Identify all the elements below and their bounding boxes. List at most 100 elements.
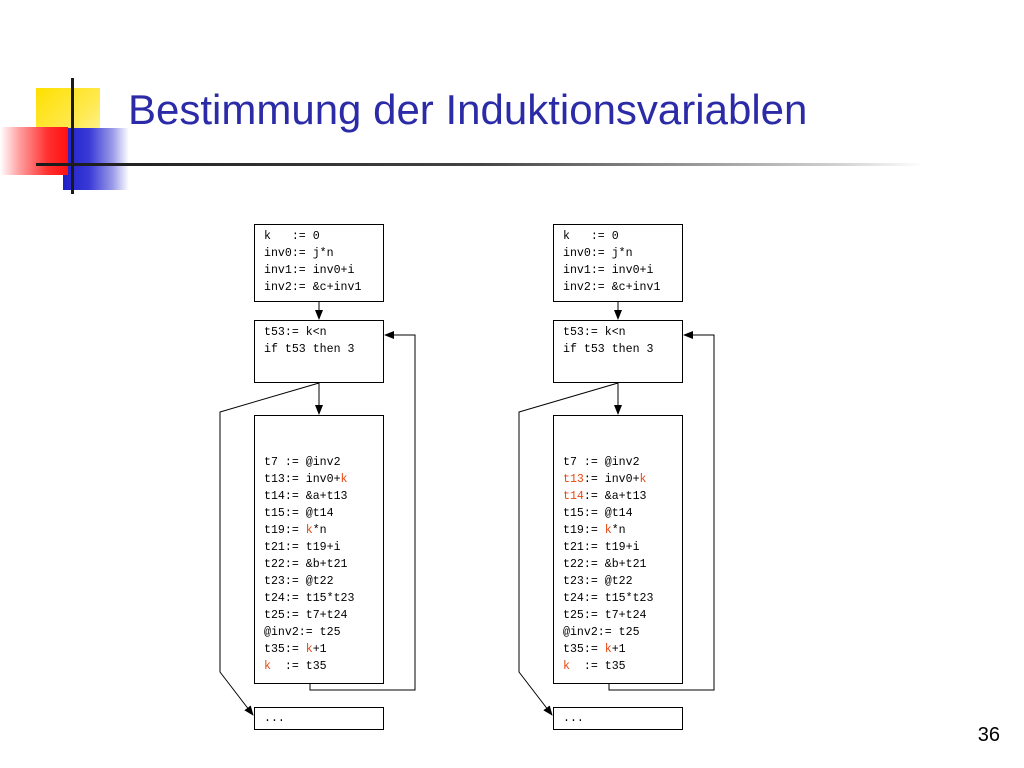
highlighted-variable: k — [563, 660, 570, 673]
title-underline — [36, 163, 924, 166]
code-line: inv2:= &c+inv1 — [563, 281, 661, 294]
code-token: t25:= t7+t24 — [563, 609, 647, 622]
code-token: t19:= — [264, 524, 306, 537]
code-token: t24:= t15*t23 — [563, 592, 654, 605]
code-lines: t53:= k<n if t53 then 3 — [563, 324, 653, 358]
exit-block: ... — [553, 707, 683, 730]
highlighted-variable: k — [305, 524, 313, 537]
code-token: t24:= t15*t23 — [264, 592, 355, 605]
code-line: t53:= k<n — [563, 326, 626, 339]
code-line: inv0:= j*n — [563, 247, 633, 260]
decor-vertical-line — [71, 78, 74, 194]
edge-loop-back — [608, 331, 715, 691]
code-line: t13:= inv0+k — [264, 471, 354, 488]
code-line: t7 := @inv2 — [264, 454, 354, 471]
code-token: t25:= t7+t24 — [264, 609, 348, 622]
code-line: @inv2:= t25 — [563, 624, 653, 641]
highlighted-variable: k — [264, 660, 271, 673]
code-token: t23:= @t22 — [264, 575, 334, 588]
code-line: @inv2:= t25 — [264, 624, 354, 641]
code-line: t14:= &a+t13 — [563, 488, 653, 505]
code-line: t21:= t19+i — [264, 539, 354, 556]
code-token: +1 — [312, 643, 327, 656]
code-line: t35:= k+1 — [563, 641, 653, 658]
code-line: t22:= &b+t21 — [563, 556, 653, 573]
code-line: t53:= k<n — [264, 326, 327, 339]
code-token: +1 — [611, 643, 626, 656]
init-block: k := 0 inv0:= j*n inv1:= inv0+i inv2:= &c+i… — [553, 224, 683, 302]
highlighted-variable: k — [639, 473, 647, 486]
highlighted-variable: t14 — [563, 490, 584, 503]
code-line: k := t35 — [264, 658, 354, 675]
code-line: t21:= t19+i — [563, 539, 653, 556]
condition-block: t53:= k<n if t53 then 3 — [254, 320, 384, 383]
slide-title: Bestimmung der Induktionsvariablen — [128, 86, 808, 133]
code-token: @inv2:= t25 — [563, 626, 640, 639]
highlighted-variable: k — [340, 473, 348, 486]
highlighted-variable: k — [604, 524, 612, 537]
code-lines: t53:= k<n if t53 then 3 — [264, 324, 354, 358]
code-token: t23:= @t22 — [563, 575, 633, 588]
code-line: t15:= @t14 — [264, 505, 354, 522]
edge-loop-back — [309, 331, 416, 691]
page-number: 36 — [977, 724, 1000, 746]
code-lines: k := 0 inv0:= j*n inv1:= inv0+i inv2:= &c+i… — [563, 228, 660, 296]
code-token: := &a+t13 — [583, 490, 647, 503]
code-token: t22:= &b+t21 — [264, 558, 348, 571]
code-token: t22:= &b+t21 — [563, 558, 647, 571]
code-lines: ... — [563, 710, 584, 727]
code-line: t19:= k*n — [563, 522, 653, 539]
code-token: @inv2:= t25 — [264, 626, 341, 639]
code-lines: k := 0 inv0:= j*n inv1:= inv0+i inv2:= &c+i… — [264, 228, 361, 296]
code-token: := t35 — [569, 660, 626, 673]
code-line: t13:= inv0+k — [563, 471, 653, 488]
code-line: t24:= t15*t23 — [563, 590, 653, 607]
code-token: t15:= @t14 — [264, 507, 334, 520]
code-line: t14:= &a+t13 — [264, 488, 354, 505]
code-line: k := t35 — [563, 658, 653, 675]
condition-block: t53:= k<n if t53 then 3 — [553, 320, 683, 383]
code-line: t35:= k+1 — [264, 641, 354, 658]
decor-red-square — [0, 127, 68, 175]
exit-block: ... — [254, 707, 384, 730]
code-line: if t53 then 3 — [264, 343, 355, 356]
code-token: := inv0+ — [583, 473, 640, 486]
code-token: t21:= t19+i — [563, 541, 640, 554]
code-line: t25:= t7+t24 — [563, 607, 653, 624]
init-block: k := 0 inv0:= j*n inv1:= inv0+i inv2:= &c+i… — [254, 224, 384, 302]
code-line: inv1:= inv0+i — [264, 264, 355, 277]
code-line: t23:= @t22 — [264, 573, 354, 590]
code-token: t7 := @inv2 — [264, 456, 341, 469]
code-line: inv2:= &c+inv1 — [264, 281, 362, 294]
code-line: t19:= k*n — [264, 522, 354, 539]
code-line: ... — [563, 712, 584, 725]
highlighted-variable: k — [305, 643, 313, 656]
code-token: t15:= @t14 — [563, 507, 633, 520]
code-token: t13:= inv0+ — [264, 473, 341, 486]
code-line: inv0:= j*n — [264, 247, 334, 260]
code-line: t15:= @t14 — [563, 505, 653, 522]
code-line: t23:= @t22 — [563, 573, 653, 590]
code-line: if t53 then 3 — [563, 343, 654, 356]
code-token: t35:= — [264, 643, 306, 656]
highlighted-variable: k — [604, 643, 612, 656]
code-token: t7 := @inv2 — [563, 456, 640, 469]
code-token: := t35 — [270, 660, 327, 673]
code-token: t35:= — [563, 643, 605, 656]
code-token: t21:= t19+i — [264, 541, 341, 554]
code-token: *n — [611, 524, 626, 537]
edge-condition-to-exit — [219, 382, 320, 716]
code-token: t14:= &a+t13 — [264, 490, 348, 503]
code-token: t19:= — [563, 524, 605, 537]
code-line: k := 0 — [264, 230, 320, 243]
code-line: t24:= t15*t23 — [264, 590, 354, 607]
code-line: inv1:= inv0+i — [563, 264, 654, 277]
code-line: t7 := @inv2 — [563, 454, 653, 471]
code-line: t25:= t7+t24 — [264, 607, 354, 624]
code-line: k := 0 — [563, 230, 619, 243]
